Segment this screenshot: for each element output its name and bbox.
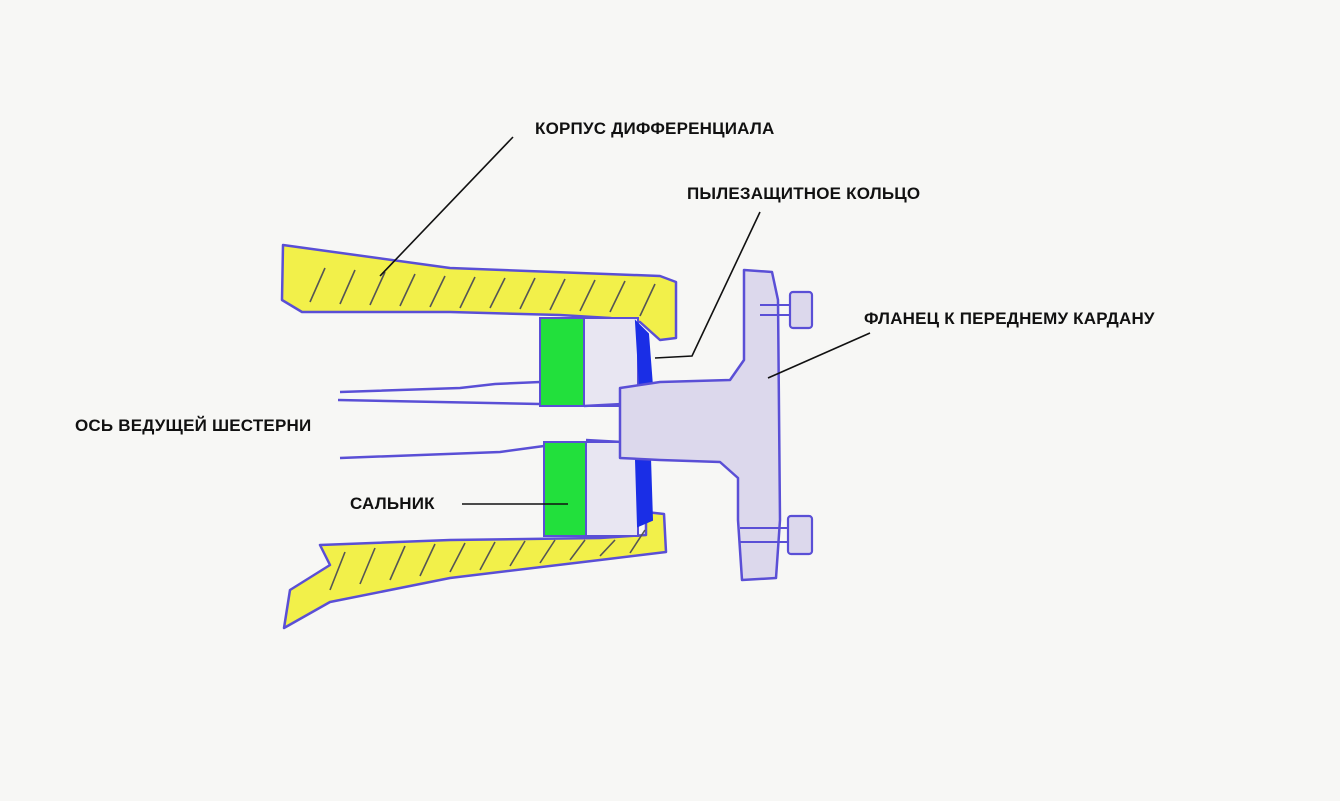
- label-pinion-shaft: ОСЬ ВЕДУЩЕЙ ШЕСТЕРНИ: [75, 416, 312, 435]
- leader-lines: [379, 136, 871, 505]
- label-dust-ring: ПЫЛЕЗАЩИТНОЕ КОЛЬЦО: [687, 184, 921, 203]
- leader-flange: [767, 332, 871, 379]
- label-seal: САЛЬНИК: [350, 494, 435, 513]
- flange: [618, 268, 814, 582]
- label-housing: КОРПУС ДИФФЕРЕНЦИАЛА: [535, 119, 775, 138]
- seal-lower: [543, 441, 639, 537]
- label-flange: ФЛАНЕЦ К ПЕРЕДНЕМУ КАРДАНУ: [864, 309, 1155, 328]
- pinion-shaft: [337, 380, 623, 460]
- housing-lower: [282, 510, 668, 630]
- leader-dust-ring: [654, 211, 761, 359]
- leader-housing: [379, 136, 514, 277]
- housing-upper: [280, 243, 678, 342]
